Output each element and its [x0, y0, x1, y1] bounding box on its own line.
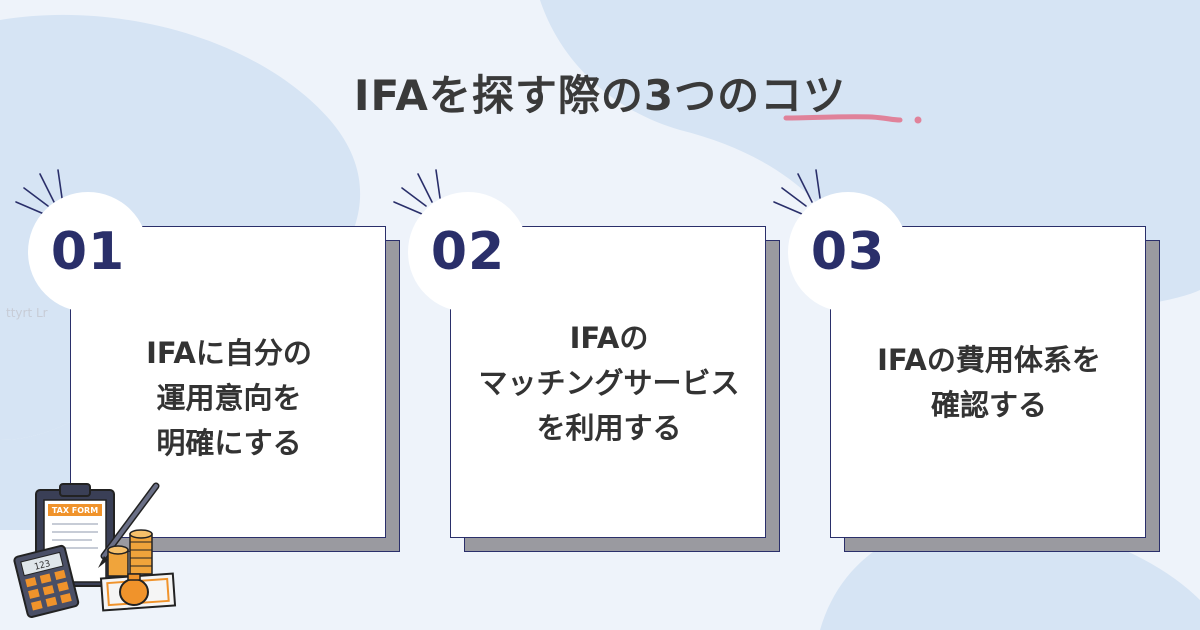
burst-rays-icon — [773, 169, 821, 215]
step-number-badge: 03 — [788, 192, 908, 312]
title-highlight: コツ — [760, 71, 847, 120]
step-number: 03 — [810, 222, 886, 282]
step-text: IFAの費用体系を 確認する — [877, 343, 1101, 422]
form-label: TAX FORM — [52, 506, 98, 515]
step-text: IFAの マッチングサービス を利用する — [478, 320, 740, 445]
step-number: 02 — [430, 222, 506, 282]
step-number-badge: 02 — [408, 192, 528, 312]
title-underline — [783, 114, 922, 124]
step-card-1: IFAに自分の 運用意向を 明確にする — [70, 226, 400, 552]
step-number: 01 — [50, 222, 126, 282]
step-number-badge: 01 — [28, 192, 148, 312]
title-prefix: IFAを探す際の3つの — [353, 71, 761, 120]
coins-icon — [107, 529, 153, 577]
card-face: IFAに自分の 運用意向を 明確にする — [70, 226, 386, 538]
money-bag-icon — [119, 573, 149, 606]
step-text: IFAに自分の 運用意向を 明確にする — [146, 335, 312, 460]
tax-illustration: TAX FORM 123 — [13, 482, 177, 618]
calculator-display: 123 — [33, 559, 51, 573]
watermark-text: ttyrt Lr — [6, 306, 48, 320]
burst-rays-icon — [393, 169, 441, 215]
calculator-icon: 123 — [13, 544, 80, 618]
burst-rays-icon — [15, 169, 63, 215]
pen-icon — [98, 482, 160, 568]
page-title: IFAを探す際の3つのコツ — [0, 62, 1200, 123]
